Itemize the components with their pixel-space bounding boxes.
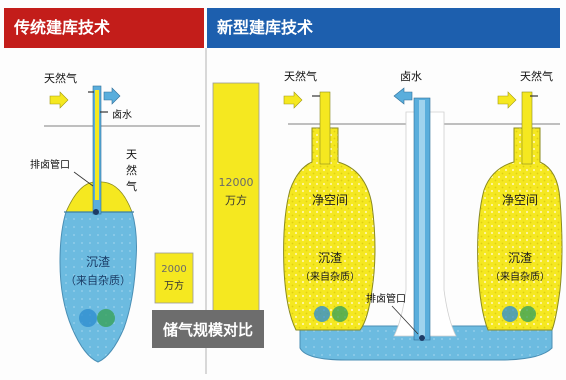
gas-pipe-new-left xyxy=(319,91,331,165)
section-divider xyxy=(205,48,207,374)
gas-pipe-left xyxy=(95,90,99,200)
logo-left xyxy=(79,309,97,327)
logo-new-left xyxy=(314,306,330,322)
brine-pipe-middle-inner xyxy=(419,100,425,340)
label-sediment-sub-left: （来自杂质） xyxy=(65,274,131,287)
caption-box xyxy=(152,310,264,348)
label-gas-left: 天然气 xyxy=(44,71,77,85)
leader-outlet-new xyxy=(391,305,419,335)
gas-pipe-new-right xyxy=(521,91,533,165)
logo-left-2 xyxy=(97,309,115,327)
new-cavern-left xyxy=(283,127,376,331)
brine-outlet-left xyxy=(93,209,99,215)
new-cavern-right xyxy=(477,127,563,331)
gas-in-arrow-left xyxy=(49,91,69,109)
label-gas-vertical-3: 气 xyxy=(126,179,137,193)
logo-new-right xyxy=(502,306,518,322)
label-sediment-left: 沉渣 xyxy=(86,255,110,269)
bar-small-value: 2000 xyxy=(161,264,186,275)
bottom-channel xyxy=(299,325,553,361)
label-clean-space-right: 净空间 xyxy=(502,193,538,207)
label-sediment-sub-new-right: （来自杂质） xyxy=(490,270,550,283)
logo-new-right-2 xyxy=(520,306,536,322)
brine-outlet-right xyxy=(419,335,425,341)
header-new-type: 新型建库技术 xyxy=(207,8,560,48)
gas-out-arrow-left xyxy=(103,87,121,105)
label-brine-outlet-left: 排卤管口 xyxy=(30,158,70,171)
header-traditional: 传统建库技术 xyxy=(4,8,204,48)
label-brine-new: 卤水 xyxy=(400,70,422,83)
label-gas-new-left: 天然气 xyxy=(284,69,317,83)
bar-small-unit: 万方 xyxy=(164,279,184,292)
label-clean-space-left: 净空间 xyxy=(312,193,348,207)
label-brine-left: 卤水 xyxy=(112,108,132,121)
brine-out-arrow xyxy=(393,87,413,105)
gas-in-arrow-new-right xyxy=(497,91,517,109)
label-sediment-new-right: 沉渣 xyxy=(508,251,532,265)
leader-outlet-left xyxy=(73,171,94,187)
bar-small-capacity xyxy=(154,252,194,304)
label-gas-new-right: 天然气 xyxy=(520,69,553,83)
bar-large-capacity xyxy=(212,82,260,316)
bar-large-value: 12000 xyxy=(219,176,254,189)
label-gas-vertical-1: 天 xyxy=(126,148,137,161)
gas-in-arrow-new-left xyxy=(283,91,303,109)
label-sediment-new-left: 沉渣 xyxy=(318,251,342,265)
label-sediment-sub-new-left: （来自杂质） xyxy=(300,270,360,283)
comparison-caption: 储气规模对比 xyxy=(163,321,253,339)
logo-new-left-2 xyxy=(332,306,348,322)
label-brine-outlet-new: 排卤管口 xyxy=(366,292,406,305)
label-gas-vertical-2: 然 xyxy=(126,163,137,177)
brine-cavern-body xyxy=(59,211,137,363)
bar-large-unit: 万方 xyxy=(225,193,247,207)
